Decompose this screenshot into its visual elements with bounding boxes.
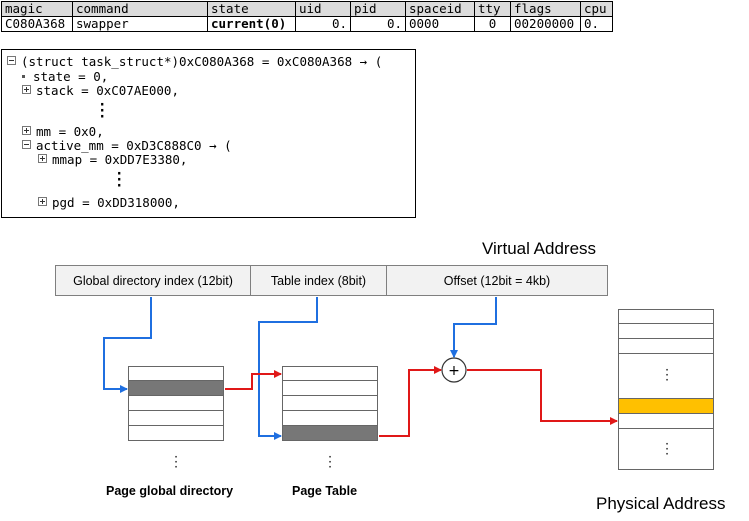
memory-cell xyxy=(618,309,714,324)
expand-icon[interactable] xyxy=(38,197,47,206)
expand-icon[interactable] xyxy=(38,154,47,163)
table-cell: C080A368 xyxy=(1,16,73,32)
struct-text: (struct task_struct*)0xC080A368 = 0xC080… xyxy=(21,54,383,69)
memory-cell-target xyxy=(618,399,714,414)
table-cell: 0. xyxy=(295,16,351,32)
red-arrow xyxy=(379,366,442,437)
table-cell: 0. xyxy=(350,16,406,32)
struct-text: active_mm = 0xD3C888C0 → ( xyxy=(36,138,232,153)
table-cell: 00200000 xyxy=(510,16,581,32)
pt-entry-selected xyxy=(282,426,378,441)
physical-memory: ··· ··· xyxy=(618,309,714,470)
memory-cell xyxy=(618,414,714,429)
pgd-entry xyxy=(128,411,224,426)
table-cell: 0 xyxy=(474,16,511,32)
struct-line[interactable]: mm = 0x0, xyxy=(22,124,104,139)
struct-text: pgd = 0xDD318000, xyxy=(52,195,180,210)
table-cell: 0. xyxy=(580,16,613,32)
table-cell: current(0) xyxy=(207,16,296,32)
blue-arrow xyxy=(258,297,318,440)
segment-table-index: Table index (8bit) xyxy=(251,266,387,295)
expand-icon[interactable] xyxy=(22,126,31,135)
expand-icon[interactable] xyxy=(22,85,31,94)
header-cell: magic xyxy=(1,1,73,17)
struct-text: state = 0, xyxy=(33,69,109,84)
memory-gap: ··· xyxy=(618,429,714,470)
pgd-caption: Page global directory xyxy=(106,484,234,498)
struct-line: state = 0, xyxy=(19,69,108,84)
ellipsis-icon: ··· xyxy=(665,363,669,387)
memory-cell xyxy=(618,339,714,354)
collapse-icon[interactable] xyxy=(7,56,16,65)
struct-line[interactable]: pgd = 0xDD318000, xyxy=(38,195,180,210)
virtual-address-title: Virtual Address xyxy=(482,239,597,258)
page-table-caption: Page Table xyxy=(292,484,358,498)
red-arrow xyxy=(225,370,282,390)
pt-entry xyxy=(282,366,378,381)
header-cell: state xyxy=(207,1,296,17)
physical-address-title: Physical Address xyxy=(596,494,726,513)
task-table: magic command state uid pid spaceid tty … xyxy=(1,1,613,32)
pgd-entry xyxy=(128,426,224,441)
task-table-header: magic command state uid pid spaceid tty … xyxy=(1,1,613,17)
ellipsis-icon: ··· xyxy=(665,437,669,461)
ellipsis-icon: ··· xyxy=(174,450,178,474)
struct-line[interactable]: stack = 0xC07AE000, xyxy=(22,83,179,98)
virtual-address-bar: Global directory index (12bit) Table ind… xyxy=(55,265,608,296)
struct-text: stack = 0xC07AE000, xyxy=(36,83,179,98)
header-cell: cpu xyxy=(580,1,613,17)
header-cell: tty xyxy=(474,1,511,17)
collapse-icon[interactable] xyxy=(22,140,31,149)
struct-line[interactable]: mmap = 0xDD7E3380, xyxy=(38,152,187,167)
pt-entry xyxy=(282,381,378,396)
struct-line[interactable]: (struct task_struct*)0xC080A368 = 0xC080… xyxy=(7,54,382,69)
ellipsis-icon: ··· xyxy=(98,97,107,125)
blue-arrow xyxy=(450,297,497,358)
ellipsis-icon: ··· xyxy=(115,166,124,194)
ellipsis-icon: ··· xyxy=(328,450,332,474)
struct-text: mm = 0x0, xyxy=(36,124,104,139)
table-cell: swapper xyxy=(72,16,208,32)
page-global-directory xyxy=(128,366,224,441)
memory-cell xyxy=(618,324,714,339)
struct-view: (struct task_struct*)0xC080A368 = 0xC080… xyxy=(1,49,416,218)
blue-arrow xyxy=(103,297,152,393)
segment-global-directory-index: Global directory index (12bit) xyxy=(56,266,251,295)
pgd-entry xyxy=(128,366,224,381)
table-row[interactable]: C080A368 swapper current(0) 0. 0. 0000 0… xyxy=(1,16,613,32)
page-table xyxy=(282,366,378,441)
segment-offset: Offset (12bit = 4kb) xyxy=(443,273,551,288)
pt-entry xyxy=(282,411,378,426)
red-arrow xyxy=(467,369,618,425)
struct-line[interactable]: active_mm = 0xD3C888C0 → ( xyxy=(22,138,232,153)
table-cell: 0000 xyxy=(405,16,475,32)
leaf-icon xyxy=(22,75,25,78)
adder-symbol: + xyxy=(448,363,460,379)
pgd-entry xyxy=(128,396,224,411)
header-cell: spaceid xyxy=(405,1,475,17)
header-cell: pid xyxy=(350,1,406,17)
pgd-entry-selected xyxy=(128,381,224,396)
memory-gap: ··· xyxy=(618,354,714,399)
header-cell: command xyxy=(72,1,208,17)
adder-circle xyxy=(441,357,467,383)
struct-text: mmap = 0xDD7E3380, xyxy=(52,152,188,167)
pt-entry xyxy=(282,396,378,411)
